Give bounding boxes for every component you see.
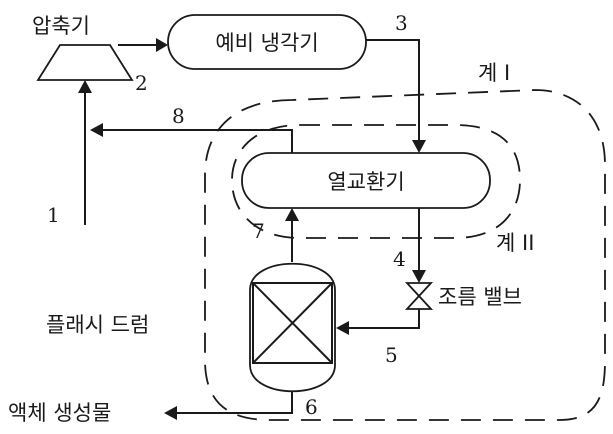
stream-5-arrow bbox=[336, 321, 349, 335]
throttle-valve-shape bbox=[404, 282, 434, 298]
flash-drum-packing bbox=[252, 282, 333, 364]
stream-2-arrow bbox=[156, 38, 168, 52]
precooler-shape bbox=[167, 14, 367, 70]
stream-7-arrow bbox=[285, 208, 299, 221]
stream-label-4: 4 bbox=[393, 247, 406, 271]
system-1-label: 계 I bbox=[478, 61, 510, 85]
stream-6-line bbox=[176, 392, 293, 414]
system-2-label: 계 II bbox=[496, 231, 534, 255]
stream-label-5: 5 bbox=[385, 343, 398, 367]
flash-drum-label: 플래시 드럼 bbox=[46, 313, 149, 337]
flash-drum-shape bbox=[249, 263, 336, 392]
stream-5-line bbox=[348, 309, 420, 329]
stream-4-arrow bbox=[412, 270, 426, 283]
stream-6-arrow bbox=[164, 406, 177, 420]
stream-8-arrow bbox=[90, 123, 103, 137]
stream-3-arrow bbox=[412, 140, 426, 153]
heat-exchanger-label: 열교환기 bbox=[327, 170, 404, 194]
stream-1-arrow bbox=[78, 80, 92, 93]
stream-label-1: 1 bbox=[47, 203, 60, 227]
system-1-boundary bbox=[204, 89, 606, 421]
stream-8-line bbox=[102, 129, 293, 153]
stream-label-7: 7 bbox=[252, 219, 265, 243]
stream-label-8: 8 bbox=[172, 104, 185, 128]
throttle-valve-shape-lower bbox=[404, 294, 434, 310]
liquid-product-label: 액체 생성물 bbox=[8, 401, 111, 425]
stream-3-line bbox=[366, 39, 420, 140]
throttle-valve-label: 조름 밸브 bbox=[438, 285, 522, 309]
compressor-label: 압축기 bbox=[32, 14, 90, 38]
precooler-label: 예비 냉각기 bbox=[215, 31, 318, 55]
stream-label-3: 3 bbox=[395, 11, 408, 35]
stream-label-6: 6 bbox=[305, 395, 318, 419]
heat-exchanger-shape bbox=[241, 152, 491, 209]
packing-cross-2 bbox=[252, 282, 333, 364]
compressor-shape bbox=[36, 44, 134, 81]
stream-label-2: 2 bbox=[135, 71, 148, 95]
